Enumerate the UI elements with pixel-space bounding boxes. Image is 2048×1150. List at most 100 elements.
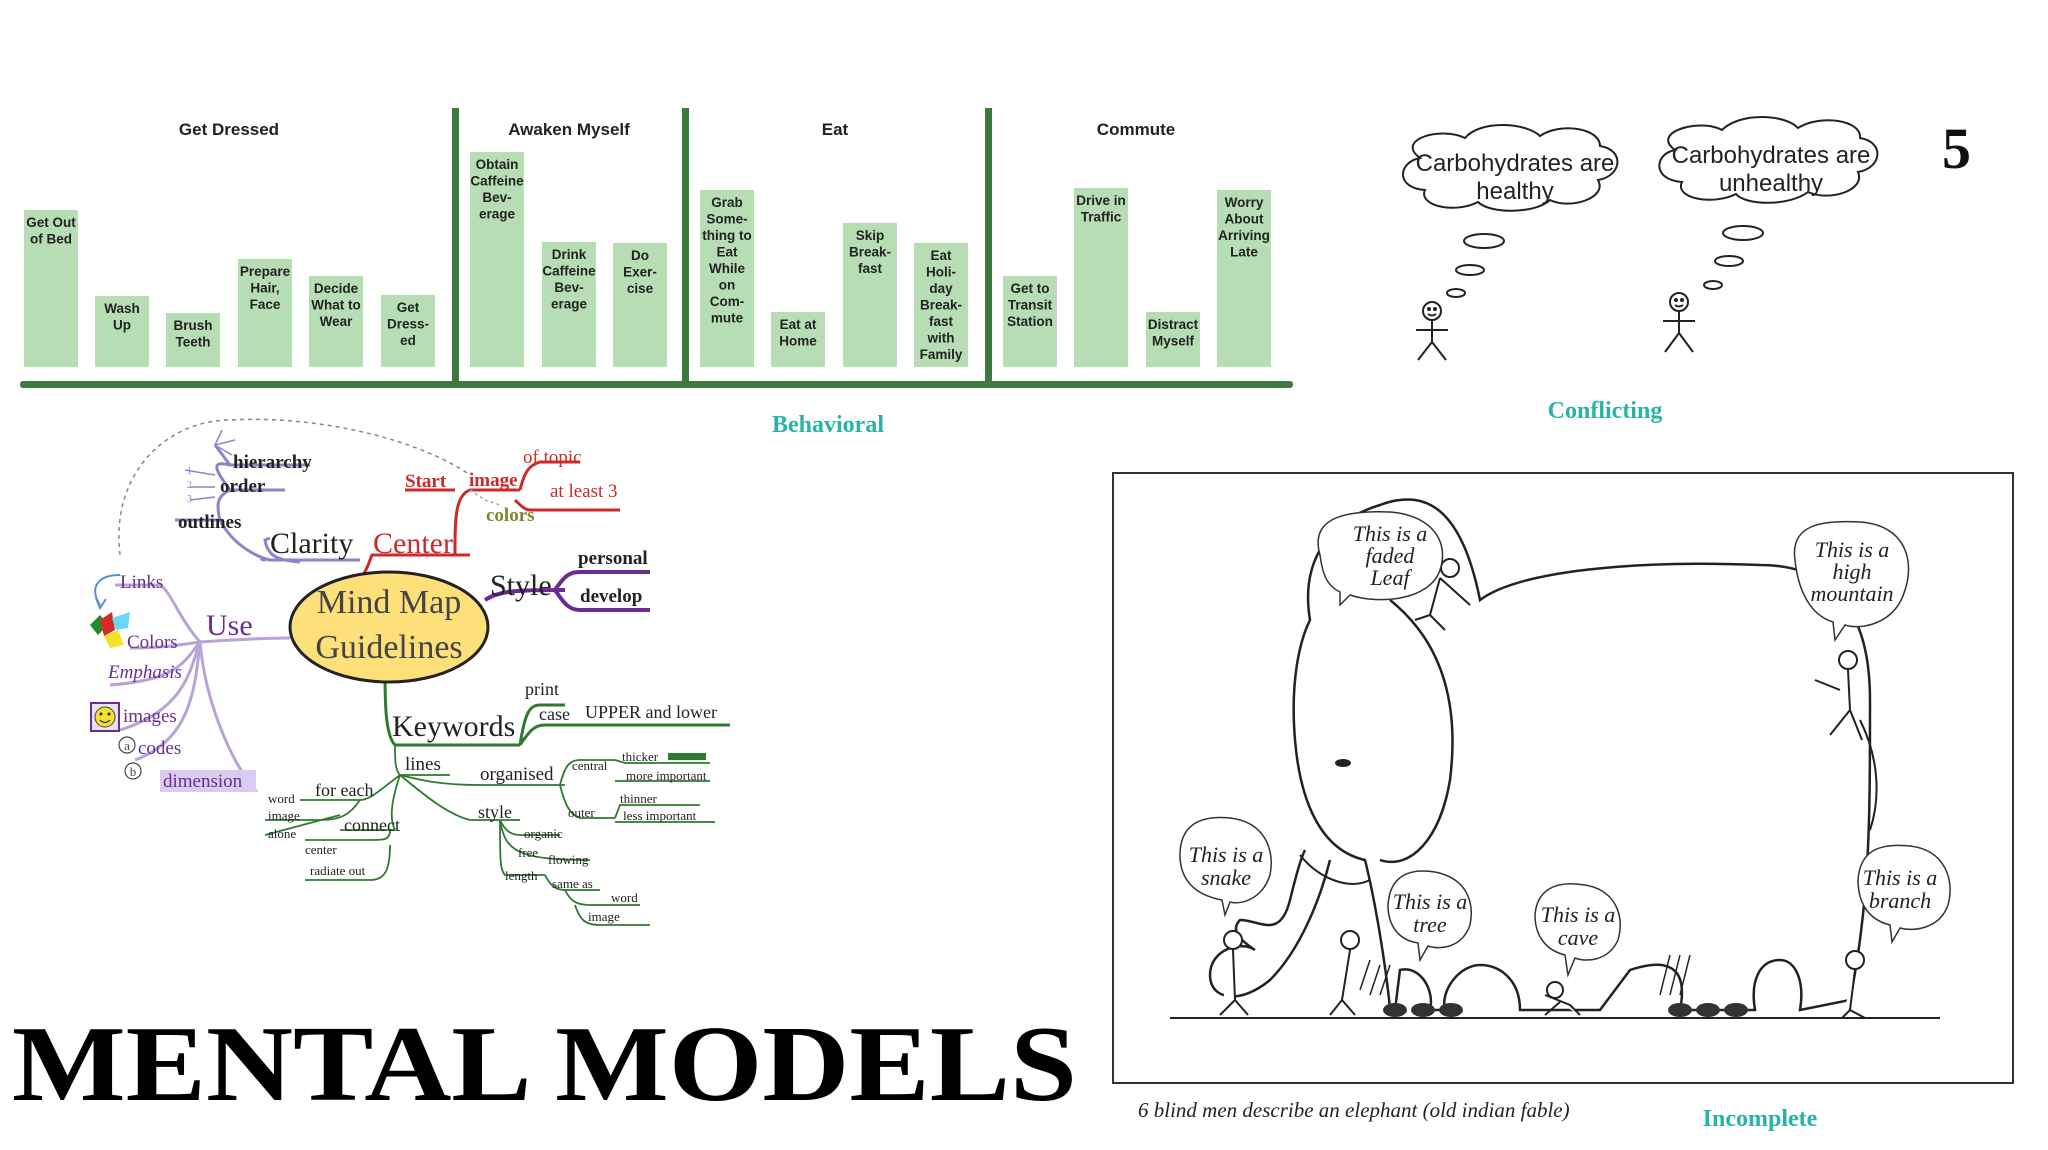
bubble-tree-1: This is a <box>1393 889 1468 914</box>
behavior-separator <box>682 108 689 383</box>
mm-keywords: Keywords <box>392 710 515 743</box>
behavior-task-box <box>309 276 363 367</box>
behavior-task-label: Break- <box>920 298 962 313</box>
mm-thinner: thinner <box>620 791 657 806</box>
bubble-leaf-3: Leaf <box>1369 565 1412 590</box>
thought-left-line1: Carbohydrates are <box>1416 150 1615 177</box>
mm-emphasis: Emphasis <box>107 662 182 683</box>
mm-more-important: more important <box>626 768 707 783</box>
behavior-task-label: Home <box>779 334 817 349</box>
behavior-task-label: Dress- <box>387 317 429 332</box>
behavior-task-box <box>542 242 596 367</box>
blind-man-3 <box>1223 930 1243 950</box>
behavior-task-label: Caffeine <box>470 174 524 189</box>
behavior-task-label: fast <box>858 261 883 276</box>
mm-develop: develop <box>580 586 642 607</box>
mm-case: case <box>539 704 570 724</box>
mm-colors-text: colors <box>486 505 535 526</box>
behavior-task-label: Grab <box>711 195 743 210</box>
mm-dimension: dimension <box>163 771 243 792</box>
behavior-task-label: Arriving <box>1218 228 1270 243</box>
behavior-task-label: Get <box>397 300 420 315</box>
behavior-group-title: Eat <box>822 120 849 139</box>
mm-center-node <box>288 570 490 684</box>
incomplete-label: Incomplete <box>1703 1106 1818 1132</box>
behavior-task-label: Drink <box>552 247 587 262</box>
behavior-task-label: Bev- <box>554 280 583 295</box>
thought-right-line2: unhealthy <box>1719 170 1823 197</box>
mm-order-num-1: 1 <box>187 466 192 477</box>
behavior-task-label: Eat at <box>780 317 817 332</box>
behavior-task-label: Bev- <box>482 190 511 205</box>
behavior-task-box <box>914 243 968 367</box>
behavior-task-label: About <box>1225 212 1264 227</box>
elephant-ear <box>1379 599 1454 863</box>
thought-cloud-right <box>1658 116 1879 290</box>
behavior-group-title: Get Dressed <box>179 120 279 139</box>
behavior-task-label: Traffic <box>1081 210 1122 225</box>
thought-left-line2: healthy <box>1476 178 1553 205</box>
behavior-task-label: fast <box>929 314 954 329</box>
behavior-task-label: Com- <box>710 294 745 309</box>
mm-order-num-3: 3 <box>187 494 192 505</box>
mm-links: Links <box>120 572 163 593</box>
mm-organised: organised <box>480 764 554 785</box>
elephant-trunk <box>1208 849 1332 998</box>
behavior-task-label: Get Out <box>26 215 76 230</box>
behavior-task-label: Holi- <box>926 265 956 280</box>
behavior-separator <box>452 108 459 383</box>
bubble-mountain-2: high <box>1832 559 1871 584</box>
behavior-task-label: Teeth <box>175 335 210 350</box>
behavior-task-label: Station <box>1007 314 1053 329</box>
behavior-task-label: erage <box>551 297 588 312</box>
mm-length: length <box>505 868 538 883</box>
behavior-task-label: Exer- <box>623 265 657 280</box>
mm-use: Use <box>206 609 253 642</box>
mm-connect: connect <box>344 815 400 835</box>
behavior-group-title: Commute <box>1097 120 1175 139</box>
mm-center-line1: Mind Map <box>317 584 462 621</box>
behavior-task-label: cise <box>627 281 654 296</box>
behavior-task-label: Eat <box>716 245 738 260</box>
behavior-task-label: Transit <box>1008 298 1053 313</box>
conflicting-label: Conflicting <box>1548 398 1663 424</box>
behavior-task-label: Brush <box>173 318 212 333</box>
mm-outer: outer <box>568 805 595 820</box>
mm-image-small: image <box>268 808 300 823</box>
mm-center-small: center <box>305 842 337 857</box>
behavior-task-label: Caffeine <box>542 264 596 279</box>
behavior-task-label: Break- <box>849 245 891 260</box>
behavior-task-label: Some- <box>706 212 747 227</box>
behavior-task-label: erage <box>479 207 516 222</box>
mm-codes: codes <box>138 738 181 759</box>
behavior-task-label: Worry <box>1225 195 1264 210</box>
mindmap-dotted-link <box>118 418 471 556</box>
behavior-task-label: Late <box>1230 245 1258 260</box>
behavior-task-box <box>843 223 897 367</box>
behavior-task-label: While <box>709 261 745 276</box>
blind-man-6 <box>1845 950 1865 970</box>
blind-man-4 <box>1340 930 1360 950</box>
bubble-cave-2: cave <box>1558 925 1599 950</box>
behavior-task-label: Face <box>250 297 281 312</box>
behavior-task-label: Up <box>113 318 131 333</box>
mm-style-small: style <box>478 802 512 822</box>
blind-man-2 <box>1838 650 1858 670</box>
mm-center-line2: Guidelines <box>315 629 462 666</box>
mm-for-each: for each <box>315 780 373 800</box>
behavior-baseline <box>20 381 1293 388</box>
behavior-task-box <box>700 190 754 367</box>
colors-splash-icon <box>90 612 130 648</box>
behavior-task-label: on <box>719 278 736 293</box>
elephant-fable-illustration: This is a faded Leaf This is a high moun… <box>1112 472 2014 1084</box>
behavior-separator <box>985 108 992 383</box>
bubble-tree-2: tree <box>1413 912 1447 937</box>
behavior-task-box <box>1074 188 1128 367</box>
behavior-task-box <box>166 313 220 367</box>
thought-right-line1: Carbohydrates are <box>1672 142 1871 169</box>
mm-clarity: Clarity <box>270 527 353 560</box>
mm-image: image <box>469 470 518 491</box>
mm-free: free <box>518 845 538 860</box>
